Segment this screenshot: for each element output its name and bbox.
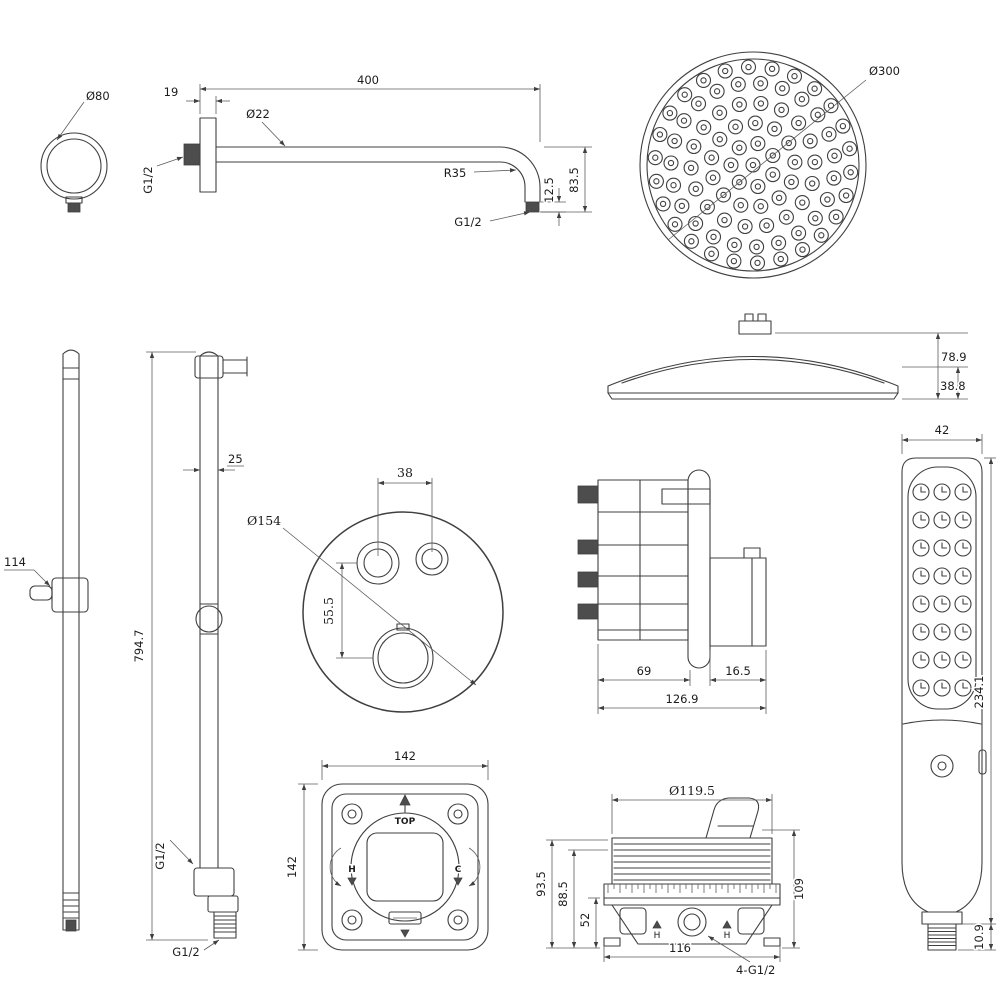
cartridge-port-right — [737, 907, 765, 935]
wall-flange-front-view: Ø80 — [40, 88, 111, 213]
dim-head-total-height: 78.9 — [941, 350, 967, 364]
dim-cart-dia: Ø119.5 — [669, 783, 715, 798]
dim-bar-tube-dia: 25 — [228, 452, 243, 466]
dim-head-dia: Ø300 — [869, 64, 900, 78]
label-box-cold: C — [455, 865, 462, 875]
dim-arm-outlet-thread: G1/2 — [454, 215, 481, 229]
valve-temp-knob — [372, 627, 434, 689]
dim-valve-total-depth: 126.9 — [666, 692, 699, 706]
hand-shower-nozzles — [912, 483, 972, 697]
hand-shower-front-view: 42 234.1 10.9 — [901, 422, 996, 951]
valve-trim-plate — [302, 511, 504, 713]
valve-side-plate — [687, 469, 711, 669]
slide-bar-tube — [62, 349, 80, 931]
slide-bar-side-view: 25 794.7 G1/2 G1/2 — [131, 351, 248, 961]
valve-side-knob — [709, 557, 767, 647]
shower-head-side-view: 78.9 38.8 — [607, 313, 968, 400]
slide-bar-front-view: 114 — [3, 349, 89, 932]
dim-arm-flange-thickness: 19 — [164, 85, 179, 99]
dim-arm-length: 400 — [357, 73, 379, 87]
arm-wall-plate — [199, 117, 217, 193]
up-arrow-icon — [652, 920, 662, 929]
slide-bar-thread-tip — [65, 919, 77, 932]
thermostatic-valve-side-view: 69 16.5 126.9 — [577, 469, 767, 714]
dim-valve-body-depth: 69 — [637, 664, 652, 678]
dim-cart-height-a: 93.5 — [534, 871, 548, 897]
dim-hs-thread-length: 10.9 — [972, 924, 986, 950]
rotate-arrow-icon — [329, 847, 342, 887]
cartridge-port-left — [619, 907, 647, 935]
dim-cart-height-b: 88.5 — [556, 881, 570, 907]
shower-arm-side-view: 19 400 Ø22 R35 G1/2 G1/2 12.5 83.5 — [140, 72, 592, 231]
hand-shower-face — [907, 466, 977, 710]
dim-box-width: 142 — [394, 749, 416, 763]
down-arrow-icon — [400, 929, 410, 938]
cartridge-lever — [705, 797, 760, 839]
dim-bar-inlet-thread: G1/2 — [153, 842, 167, 869]
down-arrow-icon — [453, 877, 463, 886]
dim-box-height: 142 — [285, 856, 299, 878]
dim-cart-base-width: 116 — [669, 941, 691, 955]
rough-in-box-front-view: TOP H C 142 142 — [284, 748, 489, 951]
dim-hs-length: 234.1 — [972, 676, 986, 709]
bar-top-bracket — [194, 355, 224, 379]
dim-hs-width: 42 — [935, 423, 950, 437]
down-arrow-icon — [347, 877, 357, 886]
dim-valve-knob-spacing: 38 — [397, 465, 413, 480]
bar-bottom-thread — [213, 915, 237, 933]
flange-outlet-tip — [67, 202, 81, 213]
hand-shower-thread — [927, 923, 957, 951]
dim-valve-knob-depth: 16.5 — [725, 664, 751, 678]
head-connector — [738, 320, 772, 335]
dim-cart-height-right: 109 — [792, 878, 806, 900]
label-cart-port-left: H — [654, 931, 661, 941]
dim-valve-plate-dia: Ø154 — [247, 513, 281, 528]
dim-flange-dia: Ø80 — [86, 89, 110, 103]
rough-box-outline — [321, 783, 489, 951]
dim-bar-outlet-thread: G1/2 — [172, 945, 199, 959]
dim-head-body-height: 38.8 — [940, 379, 966, 393]
up-arrow-icon — [399, 794, 411, 806]
thermostatic-valve-front-view: 38 55.5 Ø154 — [246, 464, 504, 713]
valve-body — [597, 479, 689, 641]
dim-bar-length: 794.7 — [132, 630, 146, 663]
up-arrow-icon — [722, 920, 732, 929]
shower-head-front-view: Ø300 — [639, 51, 902, 279]
dim-arm-drop-height: 83.5 — [567, 167, 581, 193]
dim-arm-tube-dia: Ø22 — [246, 107, 270, 121]
arm-outlet-tip — [525, 201, 540, 213]
dim-bar-bracket-length: 114 — [4, 555, 26, 569]
label-box-hot: H — [348, 865, 356, 875]
head-rim-outer — [639, 51, 867, 279]
cartridge-ribbed-body — [611, 837, 773, 885]
bar-bottom-bracket — [193, 867, 235, 897]
label-box-top: TOP — [395, 817, 416, 827]
label-cart-thread-spec: 4-G1/2 — [736, 963, 775, 977]
flange-outer-circle — [40, 132, 108, 200]
head-nozzle-pattern — [647, 59, 859, 271]
dim-arm-wall-thread: G1/2 — [141, 166, 155, 193]
dim-cart-height-c: 52 — [578, 913, 592, 928]
label-cart-port-right: H — [724, 931, 731, 941]
valve-cartridge-view: H H Ø119.5 93.5 88.5 52 109 116 4-G1/2 — [533, 782, 808, 979]
rotate-arrow-icon — [468, 847, 481, 887]
bar-slider-knob — [195, 605, 223, 633]
dim-arm-outlet-tip: 12.5 — [542, 177, 556, 203]
dim-valve-knob-offset: 55.5 — [321, 597, 336, 625]
hand-shower-mode-button — [930, 754, 954, 778]
slider-bracket — [29, 577, 89, 613]
arm-wall-thread — [183, 143, 201, 166]
dim-arm-bend-radius: R35 — [444, 166, 467, 180]
